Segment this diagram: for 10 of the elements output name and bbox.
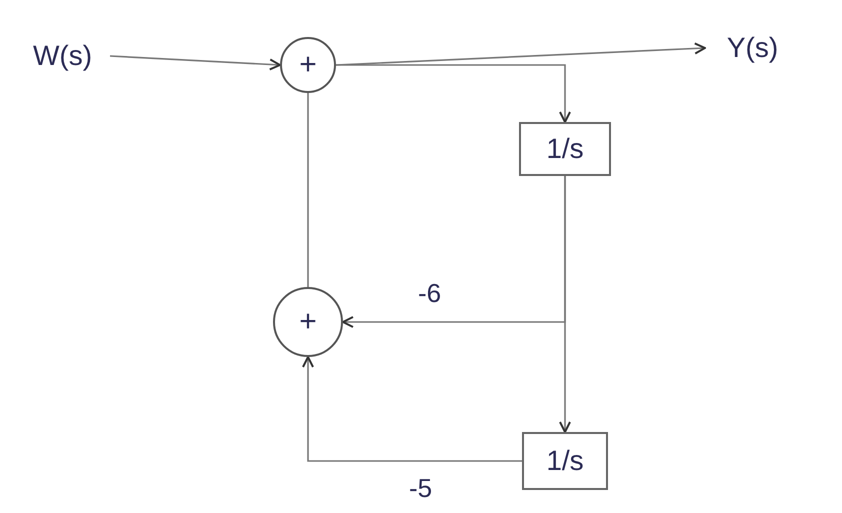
signal-arrow (559, 176, 571, 433)
summing-junction: + (280, 37, 336, 93)
signal-label: W(s) (15, 38, 110, 74)
transfer-function-block: 1/s (522, 432, 608, 490)
signal-arrow (336, 64, 571, 123)
summing-junction: + (273, 287, 343, 357)
transfer-function-block: 1/s (519, 122, 611, 176)
signal-arrow (110, 55, 281, 70)
signal-label: Y(s) (705, 30, 800, 66)
signal-arrow (302, 356, 522, 462)
